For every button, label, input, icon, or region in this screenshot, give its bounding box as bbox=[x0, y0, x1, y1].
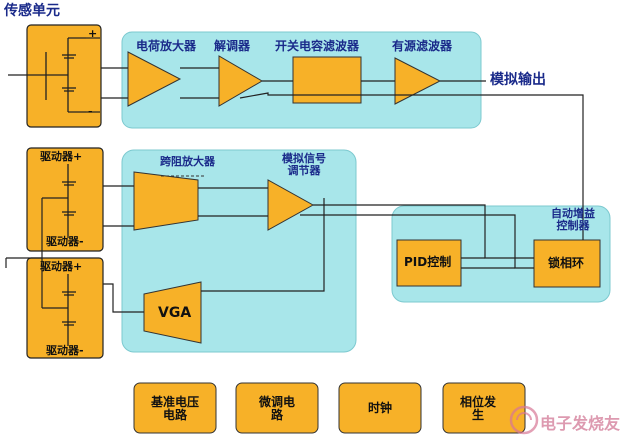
pid-block bbox=[396, 239, 462, 287]
pll-label: 锁相环 bbox=[548, 256, 585, 270]
analog-conditioner-label: 模拟信号 调节器 bbox=[282, 152, 326, 178]
signal-wires bbox=[5, 37, 584, 313]
driver-cell-1 bbox=[26, 147, 104, 252]
agc-label: 自动增益 控制器 bbox=[551, 207, 595, 233]
analog-output-label: 模拟输出 bbox=[490, 72, 546, 88]
bottom-block-3 bbox=[338, 382, 422, 434]
sensing-unit-label: 传感单元 bbox=[4, 3, 60, 19]
bottom-block-2 bbox=[235, 382, 319, 434]
bottom-block-3-label: 时钟 bbox=[367, 401, 392, 415]
vga-label: VGA bbox=[158, 305, 192, 321]
driver-2-plus-label: 驱动器+ bbox=[40, 260, 83, 273]
bottom-block-1-label: 基准电压 电路 bbox=[150, 395, 199, 423]
switched-cap-filter-label: 开关电容滤波器 bbox=[275, 39, 360, 53]
charge-amp-label: 电荷放大器 bbox=[136, 39, 197, 53]
demodulator-label: 解调器 bbox=[214, 39, 251, 53]
charge-amp-triangle bbox=[127, 51, 182, 107]
driver-1-minus-label: 驱动器- bbox=[46, 235, 84, 248]
transimpedance-amp-label: 跨阻放大器 bbox=[160, 155, 215, 168]
driver-2-mems-symbol bbox=[42, 274, 76, 346]
watermark-logo bbox=[509, 405, 539, 435]
sense-plus-label: + bbox=[88, 27, 98, 40]
watermark-text: 电子发烧友 bbox=[540, 414, 621, 433]
active-filter-label: 有源滤波器 bbox=[392, 39, 453, 53]
sensing-mems-symbol bbox=[45, 37, 86, 113]
vga-block bbox=[143, 281, 202, 344]
demodulator-triangle bbox=[218, 55, 263, 107]
bottom-block-2-label: 微调电 路 bbox=[258, 395, 295, 423]
bottom-block-1 bbox=[133, 382, 217, 434]
analog-conditioner-triangle bbox=[267, 179, 315, 231]
driver-2-minus-label: 驱动器- bbox=[46, 344, 84, 357]
bottom-block-4-label: 相位发 生 bbox=[459, 395, 496, 423]
transimpedance-amp-block bbox=[133, 171, 199, 231]
sense-minus-label: - bbox=[88, 105, 93, 118]
driver-1-plus-label: 驱动器+ bbox=[40, 150, 83, 163]
pid-label: PID控制 bbox=[404, 255, 452, 269]
driver-1-mems-symbol bbox=[42, 164, 76, 238]
sensing-cell bbox=[26, 24, 102, 128]
pll-block bbox=[533, 239, 601, 288]
switched-cap-filter-block bbox=[292, 56, 362, 104]
